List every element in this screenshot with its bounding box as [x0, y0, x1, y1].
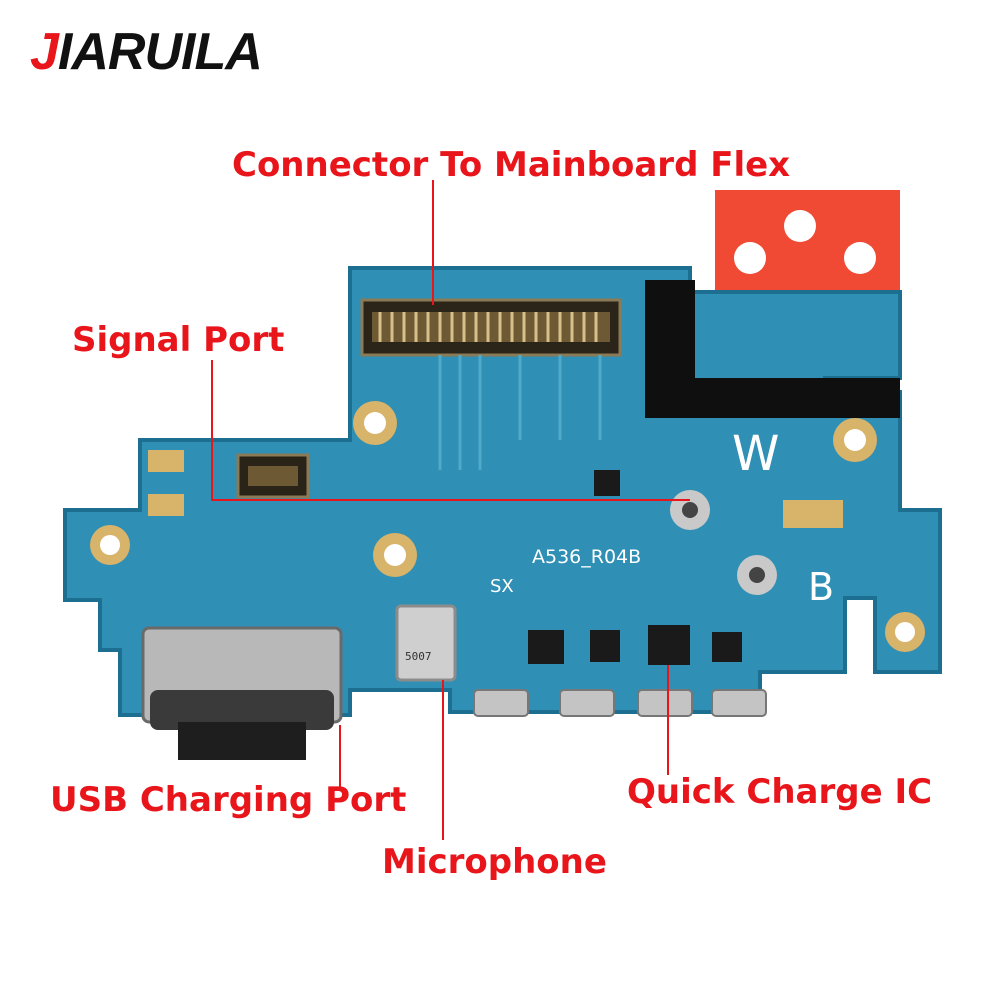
ic-chips — [528, 470, 742, 665]
microphone-label: Microphone — [382, 842, 607, 882]
usb-charging-port-label: USB Charging Port — [50, 780, 407, 820]
quick-charge-ic-label: Quick Charge IC — [627, 772, 933, 812]
connector-label: Connector To Mainboard Flex — [232, 145, 791, 185]
usb-c-port — [141, 626, 343, 760]
microphone-code: 5007 — [405, 650, 432, 663]
callout-lines — [211, 180, 690, 840]
w-marking: W — [732, 426, 779, 482]
signal-port-label: Signal Port — [72, 320, 285, 360]
sx-marking: SX — [490, 576, 514, 597]
b-marking: B — [808, 565, 834, 609]
contact-pads — [148, 450, 843, 528]
brand-logo-j: J — [30, 23, 59, 81]
brand-logo: JIARUILA — [30, 22, 263, 82]
rf-antenna-sockets — [670, 490, 777, 595]
signal-port-connector — [236, 453, 310, 499]
side-key-contacts — [473, 689, 767, 717]
brand-logo-rest: IARUILA — [57, 23, 263, 81]
microphone-component — [395, 604, 457, 682]
pcb-traces — [438, 355, 602, 470]
mainboard-flex-connector — [360, 298, 622, 357]
board-model-text: A536_R04B — [532, 546, 641, 568]
black-flex-strip — [645, 280, 900, 418]
